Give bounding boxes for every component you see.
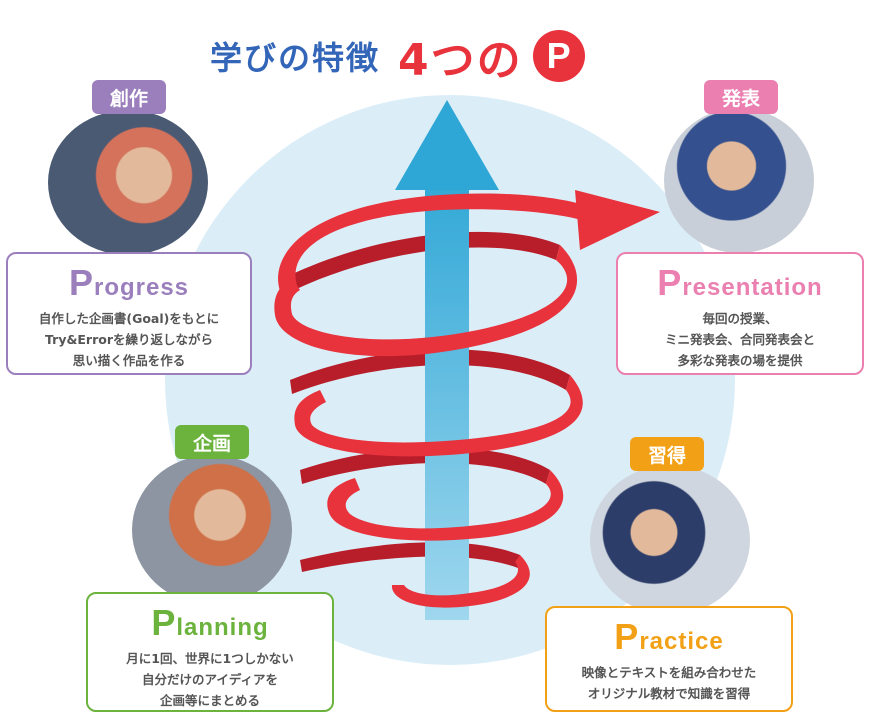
photo-practice: [590, 465, 750, 615]
card-progress-title: Progress: [68, 262, 190, 303]
tag-practice: 習得: [630, 437, 704, 471]
card-presentation-title: Presentation: [657, 262, 823, 303]
up-arrow: [395, 100, 499, 620]
title-main: 学びの特徴: [210, 39, 381, 77]
card-progress: Progress 自作した企画書(Goal)をもとに Try&Errorを繰り返…: [6, 252, 252, 375]
tag-planning: 企画: [175, 425, 249, 459]
card-practice: Practice 映像とテキストを組み合わせた オリジナル教材で知識を習得: [545, 606, 793, 712]
card-presentation-desc: 毎回の授業、 ミニ発表会、合同発表会と 多彩な発表の場を提供: [664, 311, 815, 368]
card-planning-desc: 月に1回、世界に1つしかない 自分だけのアイディアを 企画等にまとめる: [126, 651, 294, 708]
photo-presentation: [664, 108, 814, 253]
photo-planning: [132, 455, 292, 605]
tag-creation: 創作: [92, 80, 166, 114]
card-planning: Planning 月に1回、世界に1つしかない 自分だけのアイディアを 企画等に…: [86, 592, 334, 712]
tag-presentation: 発表: [704, 80, 778, 114]
card-planning-title: Planning: [151, 602, 269, 643]
page-title: 学びの特徴 4つの P: [210, 26, 585, 86]
card-practice-desc: 映像とテキストを組み合わせた オリジナル教材で知識を習得: [581, 665, 757, 701]
ribbon-front: [274, 190, 660, 608]
card-practice-title: Practice: [614, 616, 724, 657]
photo-creation: [48, 110, 208, 255]
title-p-badge: P: [532, 30, 585, 82]
card-presentation: Presentation 毎回の授業、 ミニ発表会、合同発表会と 多彩な発表の場…: [616, 252, 864, 375]
right-arrow-head: [575, 190, 660, 250]
title-four: 4つの: [398, 35, 523, 86]
card-progress-desc: 自作した企画書(Goal)をもとに Try&Errorを繰り返しながら 思い描く…: [38, 311, 220, 368]
